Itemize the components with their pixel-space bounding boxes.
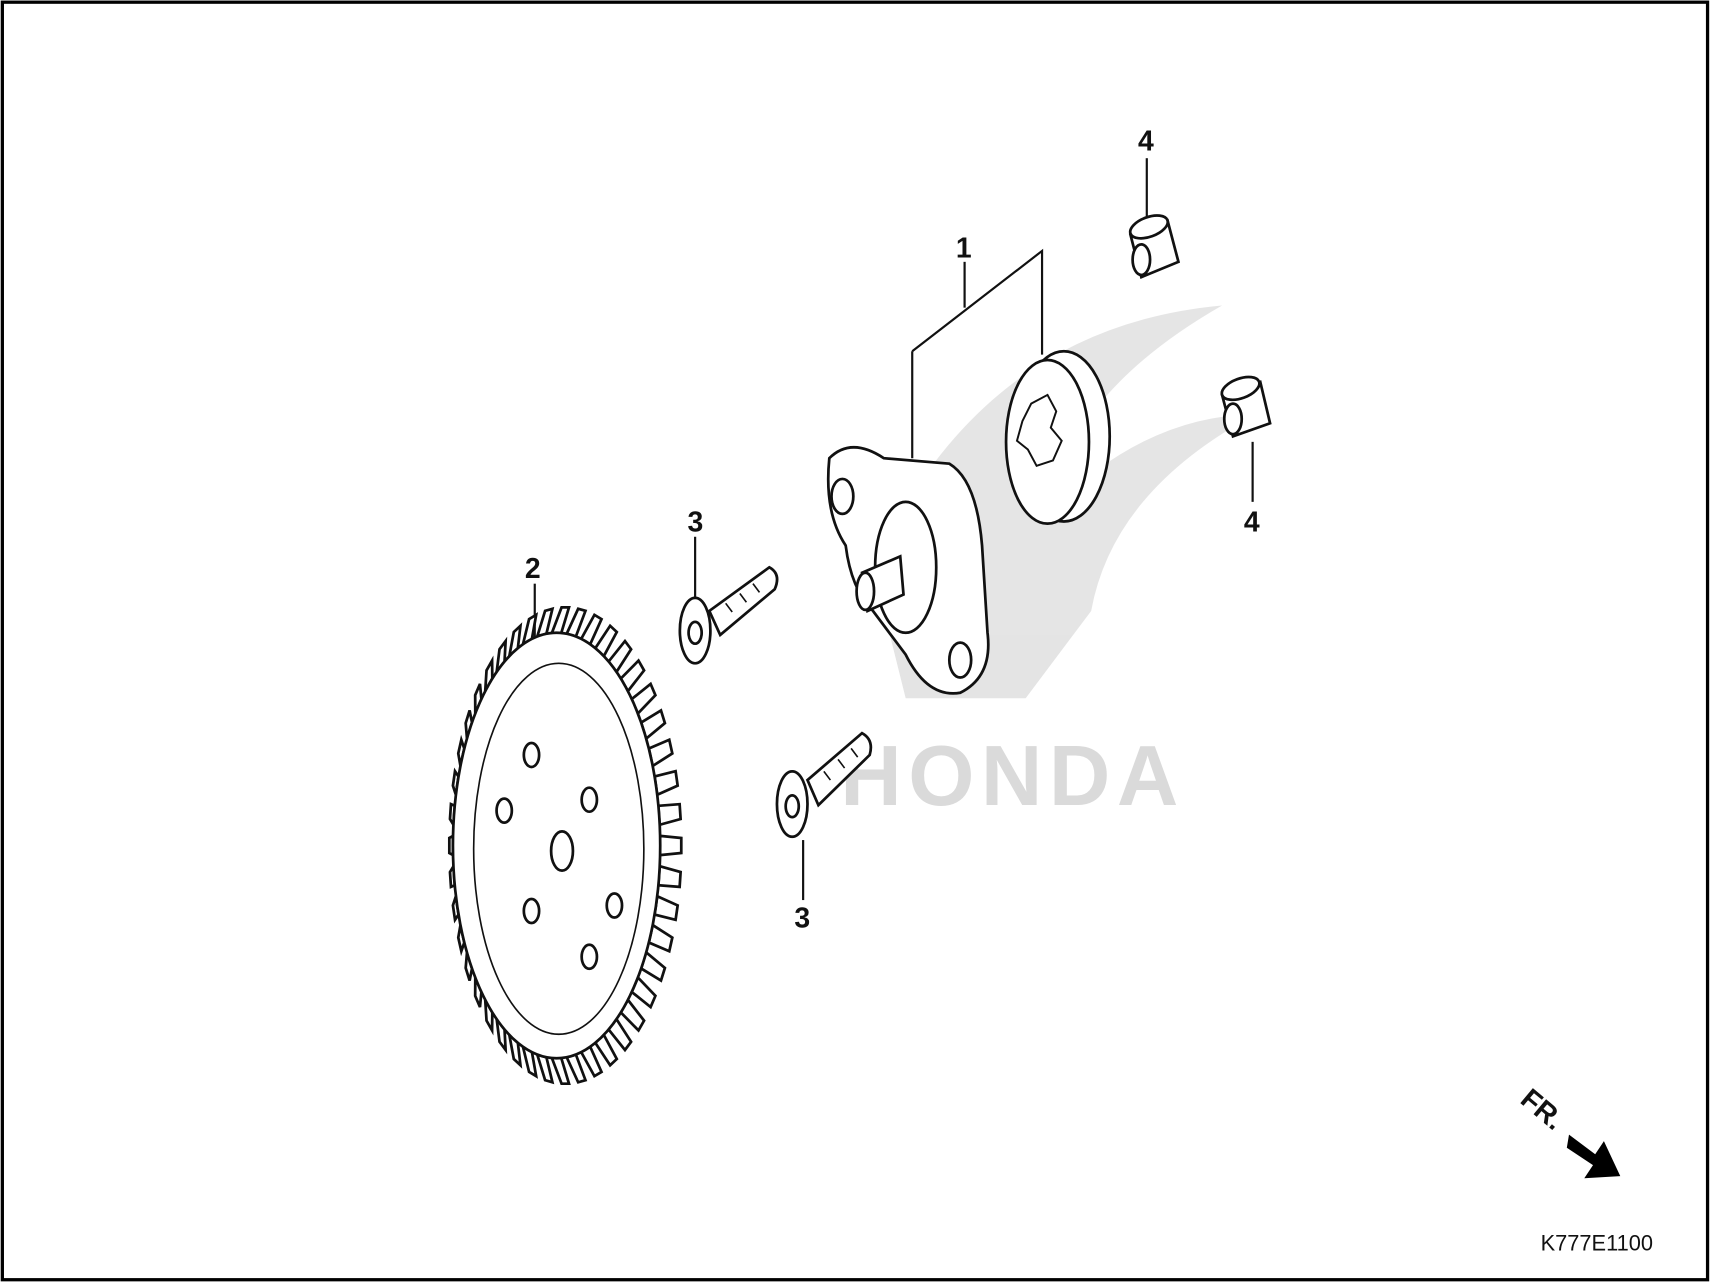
gear-tooth: [658, 834, 683, 857]
dowel-pin-lower[interactable]: [1219, 372, 1272, 439]
gear-teeth: [447, 605, 683, 1086]
leader-lines: [533, 158, 1254, 901]
diagram-code: K777E1100: [1541, 1230, 1653, 1255]
callout-3-upper[interactable]: 3: [687, 506, 703, 538]
callout-3-lower[interactable]: 3: [794, 902, 810, 934]
callout-4-lower[interactable]: 4: [1244, 506, 1260, 538]
oil-pump-driven-gear[interactable]: [447, 605, 683, 1086]
flange-bolt-upper[interactable]: [678, 565, 779, 665]
dowel-pin-upper[interactable]: [1127, 211, 1181, 279]
pump-rotor[interactable]: [1004, 349, 1112, 526]
callout-2[interactable]: 2: [525, 553, 541, 585]
callout-4-upper[interactable]: 4: [1138, 126, 1154, 158]
callout-1[interactable]: 1: [956, 232, 972, 264]
front-arrow-icon: [1566, 1134, 1621, 1179]
flange-bolt-lower[interactable]: [775, 731, 873, 839]
oil-pump-assembly[interactable]: [826, 446, 990, 695]
watermark-text: HONDA: [840, 729, 1185, 824]
